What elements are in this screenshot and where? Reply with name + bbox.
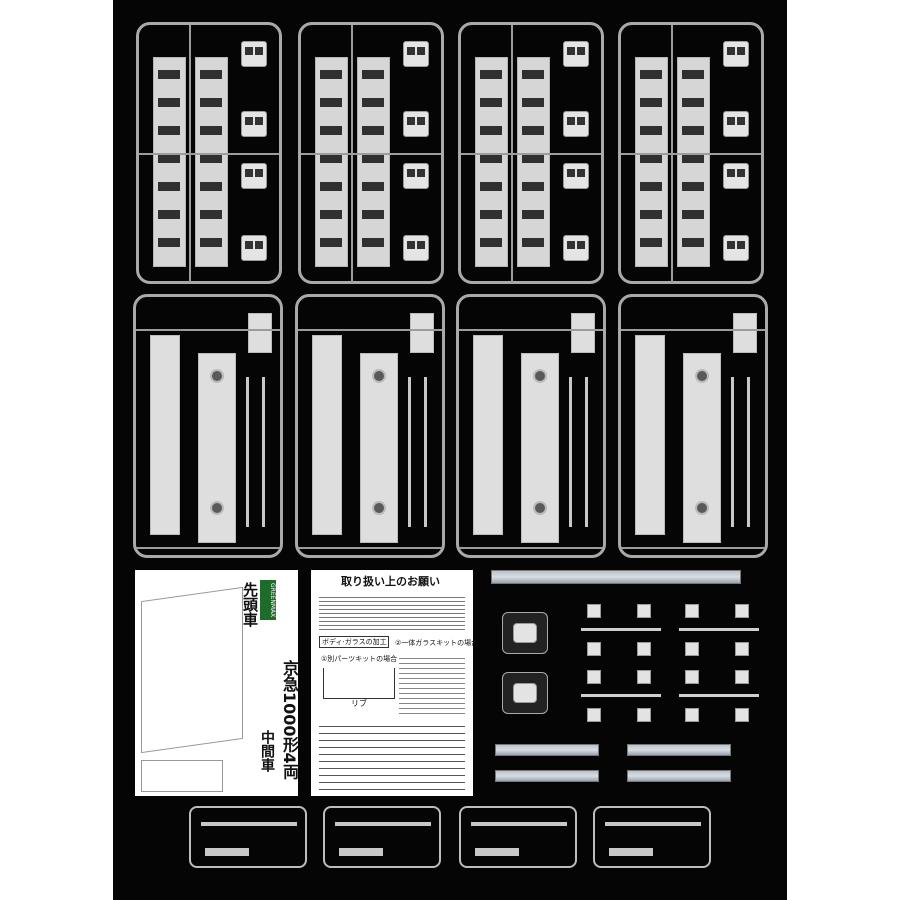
- body-sprue-3: [458, 22, 604, 284]
- window-opening: [522, 70, 544, 79]
- window-opening: [480, 98, 502, 107]
- window-opening: [522, 154, 544, 163]
- bogie-set-3: [581, 670, 661, 722]
- window-opening: [522, 182, 544, 191]
- window-opening: [158, 210, 180, 219]
- window-opening: [480, 210, 502, 219]
- window-opening: [362, 126, 384, 135]
- window-glass-strip: [491, 570, 741, 584]
- rib-label: リブ: [351, 699, 367, 708]
- floor-sprue-4: [618, 294, 768, 558]
- window-opening: [640, 126, 662, 135]
- body-glass-heading: ボディ·ガラスの加工: [319, 636, 389, 648]
- body-sprue-4: [618, 22, 764, 284]
- motor-clear-part-1: [502, 612, 548, 654]
- integrated-glass-heading: ②一体ガラスキットの場合: [395, 639, 479, 647]
- window-opening: [682, 70, 704, 79]
- weight-bar-1: [495, 744, 599, 756]
- kit-title: 京急1000形4両: [280, 660, 299, 780]
- weight-bar-4: [627, 770, 731, 782]
- bogie-set-2: [679, 604, 759, 656]
- window-opening: [320, 154, 342, 163]
- window-opening: [320, 182, 342, 191]
- window-opening: [640, 238, 662, 247]
- window-opening: [640, 210, 662, 219]
- caution-sheet: 取り扱い上のお願い ボディ·ガラスの加工 ②一体ガラスキットの場合 ①別パーツキ…: [311, 570, 478, 796]
- window-opening: [640, 70, 662, 79]
- window-opening: [522, 238, 544, 247]
- bogie-set-1: [581, 604, 661, 656]
- body-sprue-1: [136, 22, 282, 284]
- floor-sprue-1: [133, 294, 283, 558]
- window-opening: [362, 210, 384, 219]
- window-opening: [682, 126, 704, 135]
- window-opening: [320, 98, 342, 107]
- window-opening: [200, 70, 222, 79]
- window-opening: [522, 126, 544, 135]
- window-opening: [682, 182, 704, 191]
- greenmax-badge: GREENMAX: [260, 580, 276, 620]
- product-photo: GREENMAX 先頭車 京急1000形4両 中間車 取り扱い上のお願い ボディ…: [113, 0, 787, 900]
- rib-diagram: [323, 668, 395, 699]
- body-sprue-2: [298, 22, 444, 284]
- window-opening: [480, 126, 502, 135]
- window-opening: [320, 70, 342, 79]
- window-opening: [682, 210, 704, 219]
- window-opening: [640, 154, 662, 163]
- window-opening: [320, 126, 342, 135]
- bogie-set-4: [679, 670, 759, 722]
- window-opening: [200, 182, 222, 191]
- weight-bar-2: [627, 744, 731, 756]
- window-opening: [158, 98, 180, 107]
- window-opening: [640, 98, 662, 107]
- window-opening: [158, 238, 180, 247]
- caution-title: 取り扱い上のお願い: [341, 575, 440, 588]
- window-opening: [320, 238, 342, 247]
- underfloor-sprue-2: [323, 806, 441, 868]
- window-opening: [640, 182, 662, 191]
- glass-diagram: [399, 654, 465, 714]
- floor-sprue-2: [295, 294, 445, 558]
- window-opening: [480, 182, 502, 191]
- window-opening: [362, 70, 384, 79]
- window-opening: [158, 154, 180, 163]
- separate-kit-heading: ①別パーツキットの場合: [321, 655, 398, 663]
- head-car-label: 先頭車: [241, 582, 259, 627]
- underfloor-sprue-3: [459, 806, 577, 868]
- window-opening: [200, 98, 222, 107]
- window-opening: [158, 126, 180, 135]
- window-opening: [158, 70, 180, 79]
- window-opening: [682, 154, 704, 163]
- window-opening: [362, 98, 384, 107]
- window-opening: [362, 238, 384, 247]
- window-opening: [200, 154, 222, 163]
- window-opening: [362, 154, 384, 163]
- instruction-sheet: GREENMAX 先頭車 京急1000形4両 中間車: [135, 570, 299, 796]
- window-opening: [320, 210, 342, 219]
- window-opening: [522, 98, 544, 107]
- window-opening: [362, 182, 384, 191]
- window-opening: [480, 238, 502, 247]
- caution-notes: [319, 720, 465, 790]
- underfloor-sprue-4: [593, 806, 711, 868]
- window-opening: [158, 182, 180, 191]
- floor-sprue-3: [456, 294, 606, 558]
- caution-body-lines: [319, 594, 465, 630]
- window-opening: [480, 154, 502, 163]
- instruction-diagram: [141, 586, 243, 754]
- instruction-diagram-lower: [141, 760, 223, 792]
- motor-clear-part-2: [502, 672, 548, 714]
- weight-bar-3: [495, 770, 599, 782]
- window-opening: [200, 126, 222, 135]
- window-opening: [480, 70, 502, 79]
- middle-car-label: 中間車: [259, 730, 275, 772]
- window-opening: [682, 98, 704, 107]
- window-opening: [522, 210, 544, 219]
- window-opening: [200, 238, 222, 247]
- window-opening: [682, 238, 704, 247]
- underfloor-sprue-1: [189, 806, 307, 868]
- window-opening: [200, 210, 222, 219]
